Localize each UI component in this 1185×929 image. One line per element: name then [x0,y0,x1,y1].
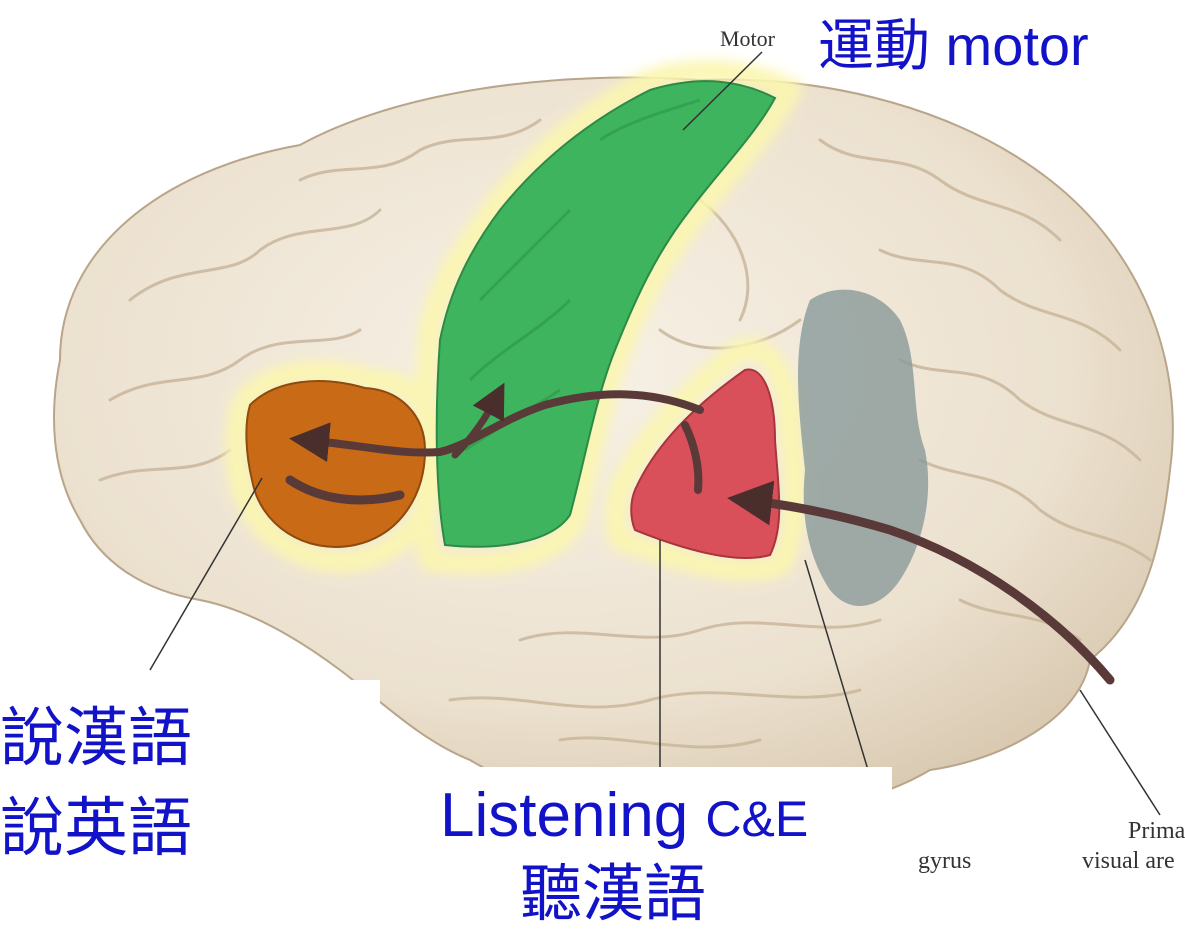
speak-chinese-label: 說漢語 [0,706,192,770]
gyrus-label: gyrus [918,848,971,874]
listening-word: Listening [440,781,688,850]
listening-languages: C&E [705,791,808,847]
primary-visual-label-line2: visual are [1082,848,1175,874]
motor-chinese-label: 運動 motor [818,18,1089,74]
listen-chinese-label: 聽漢語 [520,864,706,926]
motor-label: Motor [720,26,776,51]
primary-visual-label-line1: Prima [1128,818,1185,844]
broca-area-region[interactable] [246,381,425,547]
speak-english-label: 說英語 [0,796,192,860]
listening-label: Listening C&E [440,785,808,847]
